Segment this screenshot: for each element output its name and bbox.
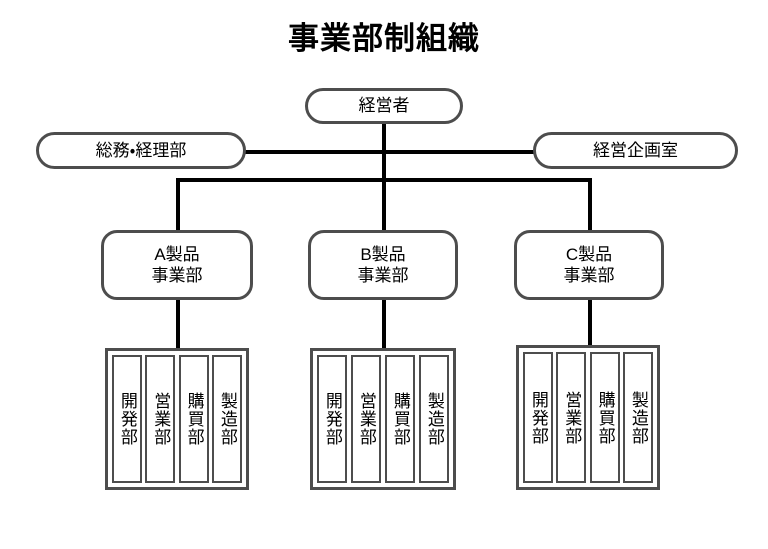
dept-label: 購買部 (595, 390, 615, 445)
node-division-a[interactable]: A製品 事業部 (101, 230, 253, 300)
connector-drop-division-c (588, 178, 592, 242)
connector-division-b-departments (382, 300, 386, 350)
dept-box-purchasing-b[interactable]: 購買部 (385, 355, 415, 483)
connector-division-a-departments (176, 300, 180, 350)
dept-box-purchasing-c[interactable]: 購買部 (589, 352, 620, 483)
connector-staff-horizontal (245, 150, 535, 154)
dept-box-manufacturing-c[interactable]: 製造部 (622, 352, 653, 483)
node-general-affairs[interactable]: 総務・経理部 (36, 132, 246, 169)
connector-drop-division-a (176, 178, 180, 242)
dept-box-manufacturing-a[interactable]: 製造部 (211, 355, 242, 483)
node-division-b[interactable]: B製品 事業部 (308, 230, 458, 300)
department-group-division-a: 開発部 営業部 購買部 製造部 (105, 348, 249, 490)
dept-box-development-c[interactable]: 開発部 (523, 352, 553, 483)
dept-box-manufacturing-b[interactable]: 製造部 (419, 355, 449, 483)
dept-label: 製造部 (217, 392, 237, 446)
connector-division-bus (176, 178, 592, 182)
dept-label: 開発部 (322, 392, 342, 446)
dept-label: 営業部 (356, 392, 376, 446)
dept-label: 開発部 (528, 390, 548, 445)
connector-division-c-departments (588, 300, 592, 350)
department-group-division-b: 開発部 営業部 購買部 製造部 (310, 348, 456, 490)
node-division-c[interactable]: C製品 事業部 (514, 230, 664, 300)
dept-label: 購買部 (184, 392, 204, 446)
dept-box-sales-c[interactable]: 営業部 (556, 352, 587, 483)
node-planning-office[interactable]: 経営企画室 (533, 132, 738, 169)
dept-label: 製造部 (424, 392, 444, 446)
dept-label: 製造部 (628, 390, 648, 445)
dept-label: 開発部 (117, 392, 137, 446)
dept-box-sales-a[interactable]: 営業部 (145, 355, 176, 483)
connector-executive-trunk (382, 124, 386, 242)
dept-box-development-a[interactable]: 開発部 (112, 355, 142, 483)
dept-box-development-b[interactable]: 開発部 (317, 355, 347, 483)
dept-label: 営業部 (151, 392, 171, 446)
page-title: 事業部制組織 (288, 21, 480, 56)
dept-label: 営業部 (562, 390, 582, 445)
dept-label: 購買部 (390, 392, 410, 446)
department-group-division-c: 開発部 営業部 購買部 製造部 (516, 345, 660, 490)
dept-box-sales-b[interactable]: 営業部 (351, 355, 381, 483)
node-executive[interactable]: 経営者 (305, 88, 463, 124)
dept-box-purchasing-a[interactable]: 購買部 (178, 355, 209, 483)
